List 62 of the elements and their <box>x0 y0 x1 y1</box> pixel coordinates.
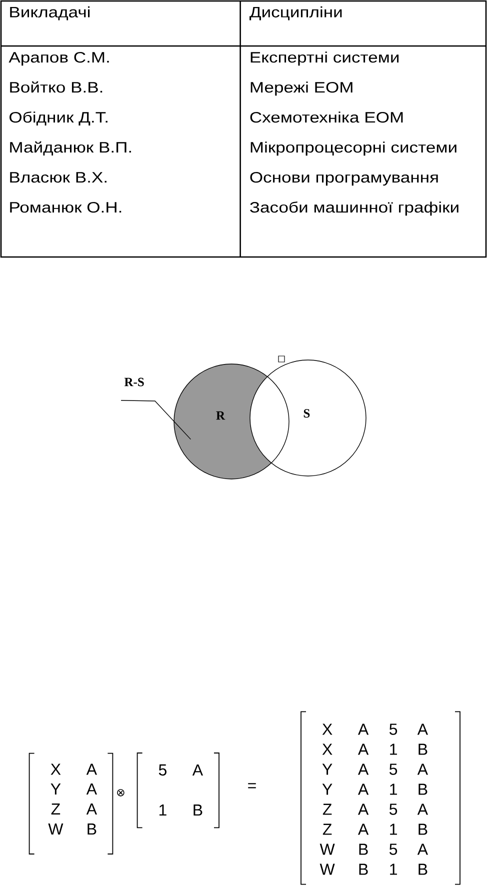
table-text: Романюк О.Н. <box>10 202 122 213</box>
matrix-entry: A <box>358 724 369 735</box>
matrix-entry: A <box>358 764 369 775</box>
table-text: Мережі ЕОМ <box>250 82 352 96</box>
matrix-entry: X <box>322 724 332 735</box>
matrix-entry: Y <box>322 784 332 795</box>
matrix-entry: B <box>359 864 368 875</box>
matrix-entry: 1 <box>390 864 397 875</box>
matrix-entry: A <box>417 804 428 815</box>
table-text: Мікропроцесорні системи <box>250 142 456 156</box>
matrix-entry: A <box>417 724 428 735</box>
leader-line <box>120 400 192 440</box>
matrix-entry: Z <box>51 804 60 814</box>
matrix-entry: A <box>358 744 369 755</box>
matrix-entry: W <box>48 824 64 834</box>
matrix-entry: A <box>86 784 97 794</box>
matrix-entry: A <box>358 784 369 795</box>
matrix-entry: 5 <box>390 844 398 855</box>
column-header: Викладачі <box>10 6 90 20</box>
matrix-entry: 1 <box>159 804 166 816</box>
table-text: Майданюк В.П. <box>10 141 131 156</box>
matrix-entry: B <box>88 824 96 834</box>
matrix-entry: 5 <box>390 724 398 735</box>
table-text: Обідник Д.Т. <box>10 112 108 126</box>
matrix-entry: W <box>320 864 335 875</box>
set-label: R-S <box>124 378 144 386</box>
matrix-entry: A <box>358 804 369 815</box>
matrix-entry: B <box>418 864 428 875</box>
matrix-entry: 5 <box>390 804 398 815</box>
matrix-entry: A <box>192 764 203 776</box>
table-text: Власюк В.Х. <box>10 172 106 183</box>
matrix-entry: A <box>86 764 97 775</box>
column-header: Дисципліни <box>250 6 342 20</box>
matrix-entry: A <box>417 764 428 775</box>
table-text: Основи програмування <box>250 172 438 186</box>
matrix-entry: 1 <box>390 744 397 755</box>
matrix-entry: 1 <box>390 784 397 795</box>
matrix-entry: B <box>194 804 202 816</box>
matrix-entry: Y <box>322 764 332 775</box>
matrix-entry: 5 <box>390 764 398 775</box>
table-text: Схемотехніка ЕОМ <box>250 112 403 123</box>
table-text: Експертні системи <box>250 52 399 66</box>
matrix-entry: B <box>418 824 428 835</box>
table-text: Войтко В.В. <box>10 81 102 93</box>
matrix-entry: 1 <box>390 824 397 835</box>
matrix-entry: A <box>417 844 428 855</box>
matrix-entry: X <box>322 744 332 755</box>
matrix-entry: A <box>358 824 369 835</box>
matrix-entry: Y <box>50 784 61 794</box>
matrix-entry: Z <box>322 804 332 815</box>
table-text: Арапов С.М. <box>8 52 109 66</box>
matrix-entry: 5 <box>158 764 166 776</box>
matrix-entry: B <box>418 784 428 795</box>
matrix-entry: A <box>86 804 97 814</box>
matrix-entry: Z <box>322 824 332 835</box>
matrix-entry: X <box>50 764 61 775</box>
equals-sign: = <box>248 783 256 788</box>
matrix-entry: W <box>320 844 335 855</box>
table-text: Засоби машинної графіки <box>250 202 458 216</box>
matrix-entry: B <box>359 844 368 855</box>
matrix-entry: B <box>418 744 428 755</box>
operator-symbol: ⊗ <box>117 789 124 796</box>
